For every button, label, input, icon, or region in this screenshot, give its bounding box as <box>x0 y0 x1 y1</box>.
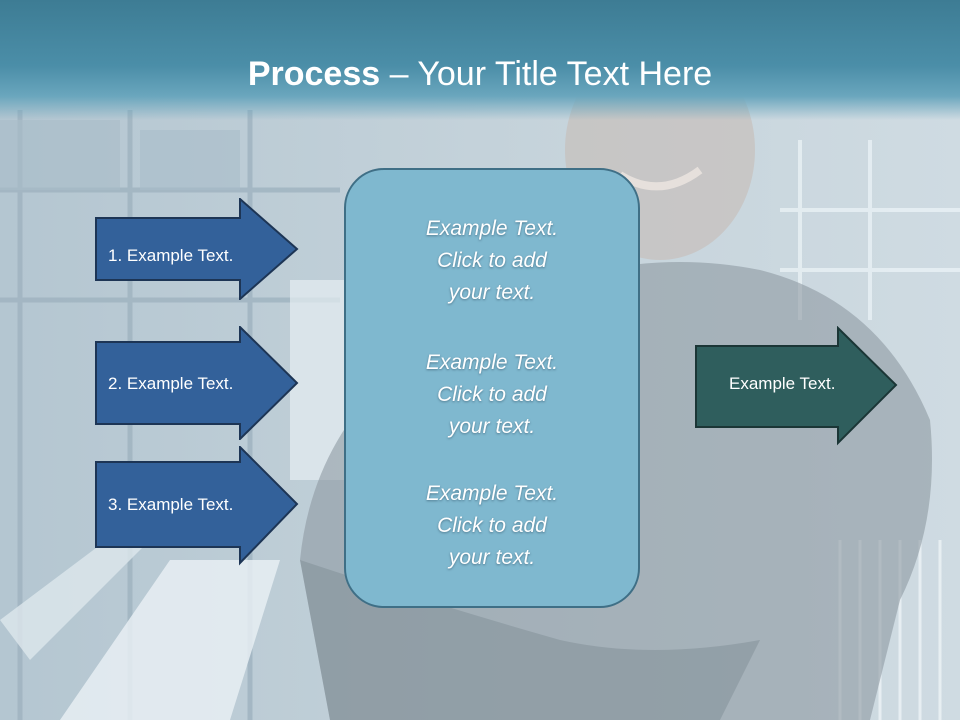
title-band <box>0 0 960 120</box>
left-arrow-1[interactable] <box>94 198 300 300</box>
center-text-box[interactable] <box>344 168 640 608</box>
right-arrow-label: Example Text. <box>729 374 836 393</box>
left-arrow-3[interactable] <box>94 446 300 566</box>
center-block-3-line-1: Example Text. <box>425 482 559 505</box>
center-block-1-line-1: Example Text. <box>425 217 559 240</box>
right-arrow[interactable] <box>694 326 900 446</box>
center-block-1-line-3: your text. <box>448 281 536 304</box>
title-rest: – Your Title Text Here <box>380 55 713 93</box>
title-bold: Process <box>247 55 381 93</box>
center-block-2: Example Text. Click to add your text. <box>344 347 640 443</box>
center-block-3: Example Text. Click to add your text. <box>344 478 640 574</box>
center-block-1-line-2: Click to add <box>437 249 547 272</box>
center-block-3-line-3: your text. <box>448 546 536 569</box>
center-block-2-line-1: Example Text. <box>425 351 559 374</box>
left-arrow-2[interactable] <box>94 326 300 440</box>
center-block-1: Example Text. Click to add your text. <box>344 213 640 309</box>
center-block-2-line-3: your text. <box>448 415 536 438</box>
slide-title[interactable]: Process – Your Title Text Here <box>0 52 960 96</box>
left-arrow-3-label: 3. Example Text. <box>108 495 234 514</box>
left-arrow-2-label: 2. Example Text. <box>108 374 234 393</box>
center-block-2-line-2: Click to add <box>437 383 547 406</box>
left-arrow-1-label: 1. Example Text. <box>108 246 234 265</box>
center-block-3-line-2: Click to add <box>437 514 547 537</box>
